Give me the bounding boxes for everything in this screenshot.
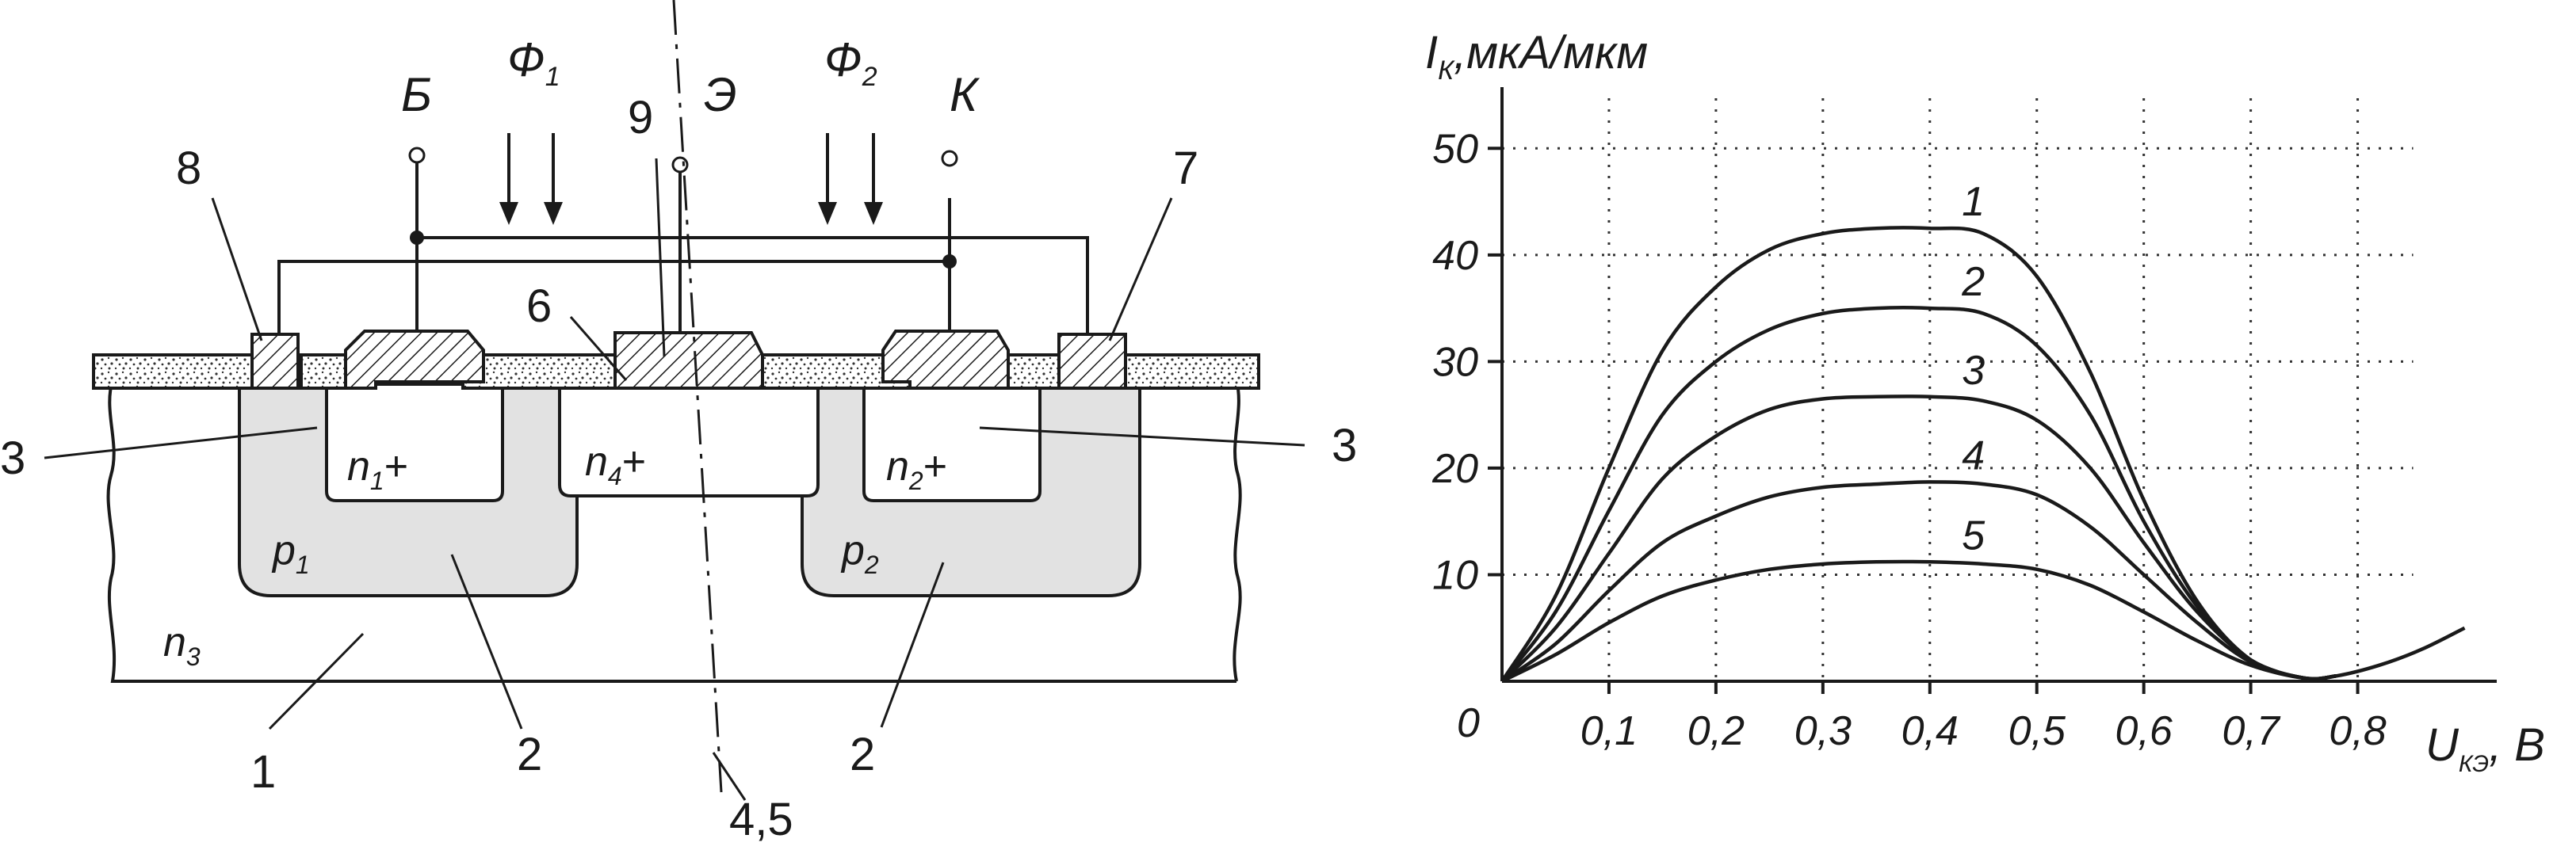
base-terminal-label: Б [401,68,432,121]
n3-label: n3 [163,619,201,671]
collector-terminal [941,150,958,167]
n2-region [862,383,1041,502]
callout-9: 9 [628,92,653,143]
curve-2 [1500,306,2337,683]
symmetry-axis [672,0,723,793]
emitter-contact [613,331,764,390]
x-tick-label: 0,5 [2008,708,2066,754]
junction-dot [942,254,957,269]
n4-region [558,383,820,497]
curve-label-3: 3 [1962,348,1985,394]
x-tick-label: 0,3 [1794,708,1852,754]
callout-2-right: 2 [850,729,875,780]
callout-3-right: 3 [1332,420,1357,471]
callout-3-left: 3 [0,433,25,484]
y-tick-label: 20 [1431,446,1478,492]
emitter-terminal-label: Э [704,68,737,121]
junction-dot [410,231,424,245]
callout-1: 1 [250,746,276,798]
y-tick-label: 10 [1432,552,1478,598]
curve-4 [1500,480,2337,683]
metal-contacts [250,330,1127,390]
substrate-outline [106,379,1242,683]
curve-1 [1500,226,2337,683]
base-contact [344,330,485,390]
flux-label-1: Ф1 [507,33,560,92]
curve-label-4: 4 [1962,433,1985,478]
chart-curve-labels: 1 2 3 4 5 [1961,179,1986,558]
y-axis-title: IК,мкА/мкм [1425,27,1648,86]
x-tick-label: 0,7 [2222,708,2280,754]
origin-label: 0 [1457,700,1480,746]
callout-4-5: 4,5 [729,794,793,845]
x-tick-label: 0,1 [1580,708,1638,754]
n1-label: n1+ [347,444,408,495]
chart-grid [1502,98,2414,681]
curve-label-5: 5 [1962,513,1986,558]
callout-2-left: 2 [517,729,542,780]
collector-terminal-label: К [950,68,980,121]
p2-label: p2 [840,528,879,579]
flux-label-2: Ф2 [824,33,877,92]
p1-label: p1 [271,528,310,579]
base-terminal [408,147,426,164]
y-tick-label: 50 [1432,126,1478,172]
y-tick-label: 40 [1432,233,1478,279]
x-axis-title: UКЭ, В [2425,719,2545,777]
callout-7: 7 [1173,143,1198,194]
y-tick-label: 30 [1432,339,1478,385]
x-tick-label: 0,4 [1901,708,1959,754]
curve-5 [1500,559,2466,684]
contact-7 [1057,333,1127,390]
flux-arrows [499,133,883,225]
interconnect-wires [277,158,1089,334]
chart-curves [1500,226,2466,684]
emitter-terminal [671,156,689,173]
collector-contact [881,330,1010,390]
n1-region [325,383,504,502]
device-cross-section: Б Э К Ф1 Ф2 n1+ n4+ n2+ p1 p2 n3 8 7 9 6… [0,0,1357,845]
n2-label: n2+ [886,444,947,495]
x-tick-label: 0,6 [2115,708,2173,754]
x-tick-label: 0,8 [2329,708,2386,754]
contact-8 [250,333,300,390]
curve-label-2: 2 [1961,259,1985,305]
leader-lines [44,158,1305,801]
x-tick-label: 0,2 [1687,708,1745,754]
curve-label-1: 1 [1962,179,1985,225]
callout-8: 8 [176,143,201,194]
callout-6: 6 [526,280,552,332]
n4-label: n4+ [585,439,646,490]
curve-3 [1500,395,2337,683]
